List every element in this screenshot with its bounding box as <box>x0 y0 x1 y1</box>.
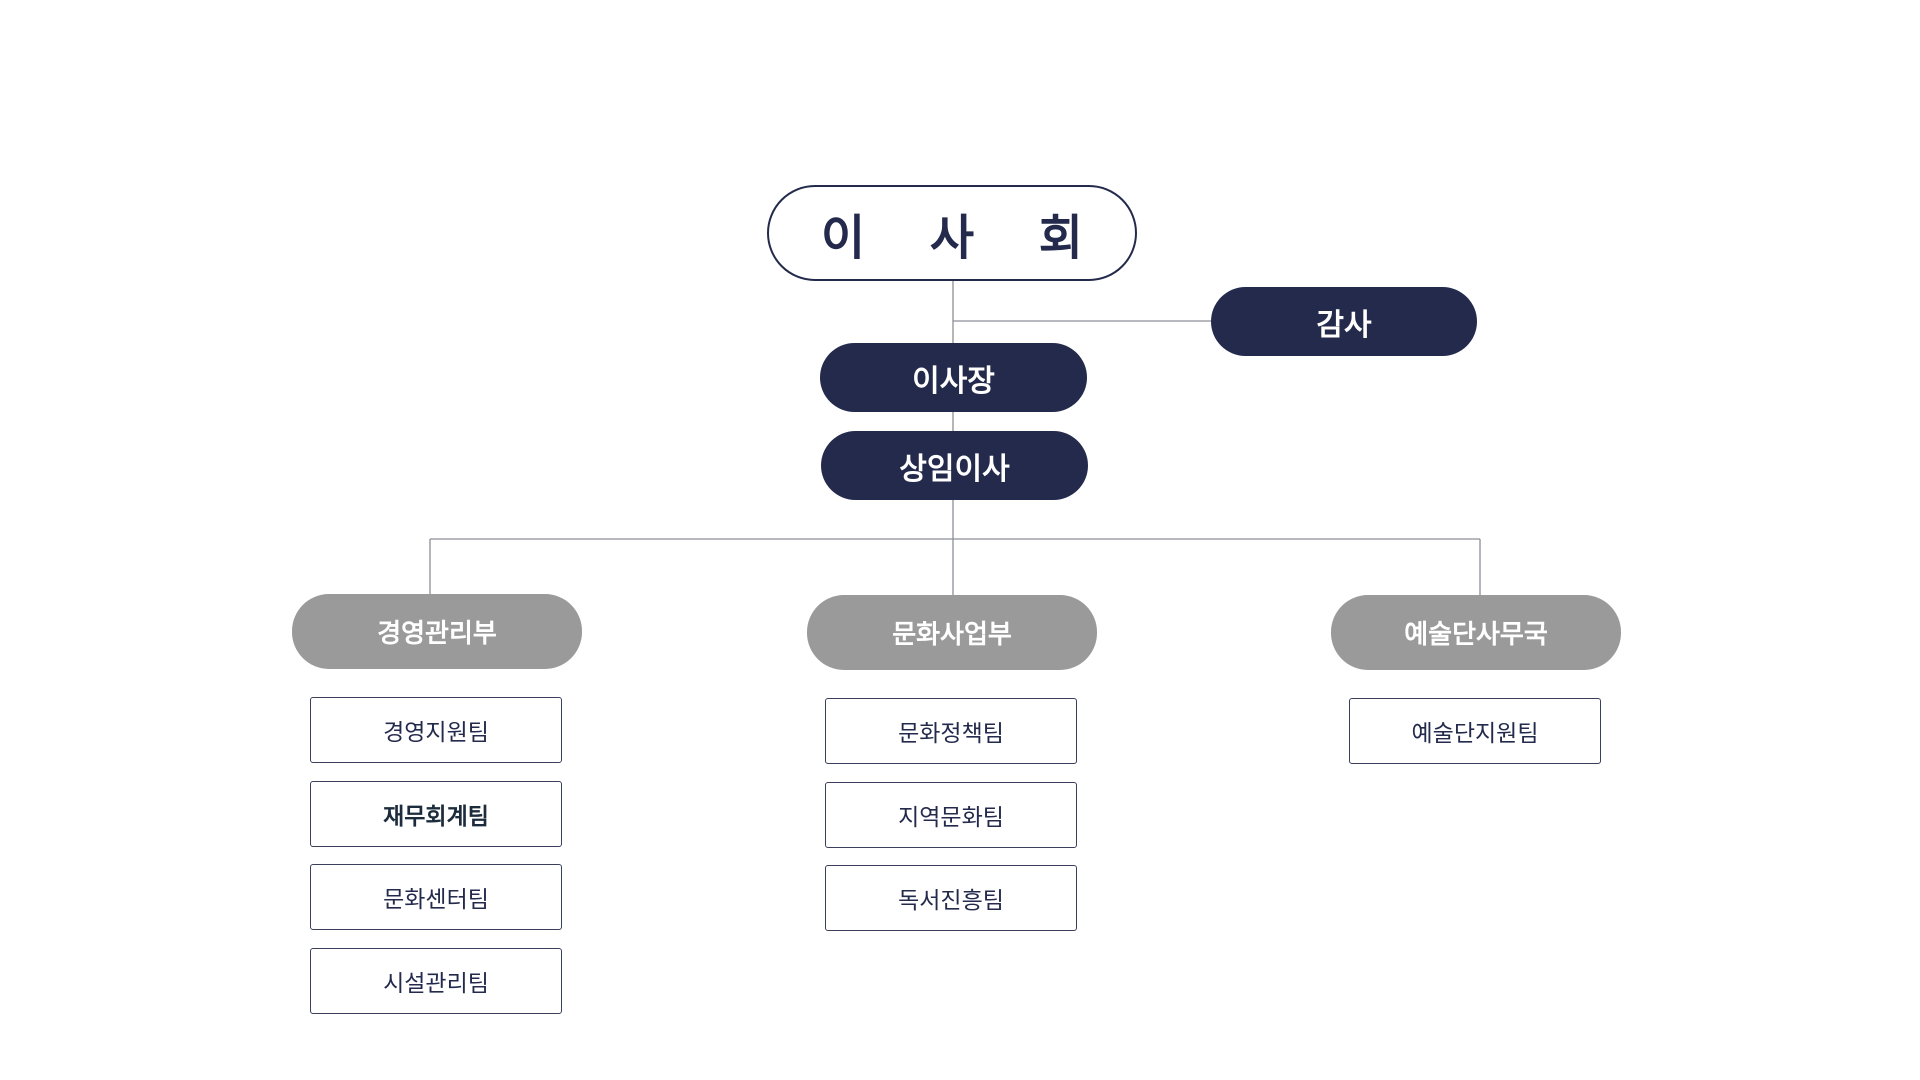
auditor-node: 감사 <box>1211 287 1477 356</box>
standing-director-node: 상임이사 <box>821 431 1088 500</box>
auditor-label: 감사 <box>1316 307 1372 343</box>
team-label: 경영지원팀 <box>383 720 489 746</box>
standing-director-label: 상임이사 <box>899 451 1010 487</box>
team-node: 독서진흥팀 <box>825 865 1077 931</box>
department-label: 경영관리부 <box>377 619 497 649</box>
department-label: 문화사업부 <box>892 620 1012 650</box>
team-label: 재무회계팀 <box>383 804 489 830</box>
team-node: 경영지원팀 <box>310 697 562 763</box>
board-label: 이 사 회 <box>821 210 1107 266</box>
team-label: 독서진흥팀 <box>898 888 1004 914</box>
team-node: 지역문화팀 <box>825 782 1077 848</box>
team-node: 시설관리팀 <box>310 948 562 1014</box>
department-culture-node: 문화사업부 <box>807 595 1097 670</box>
board-of-directors-node: 이 사 회 <box>767 185 1137 281</box>
team-node: 재무회계팀 <box>310 781 562 847</box>
department-management-node: 경영관리부 <box>292 594 582 669</box>
chairman-node: 이사장 <box>820 343 1087 412</box>
chairman-label: 이사장 <box>912 363 995 399</box>
team-node: 문화센터팀 <box>310 864 562 930</box>
team-label: 문화정책팀 <box>898 721 1004 747</box>
team-label: 예술단지원팀 <box>1411 721 1539 747</box>
team-label: 지역문화팀 <box>898 805 1004 831</box>
team-label: 문화센터팀 <box>383 887 489 913</box>
team-label: 시설관리팀 <box>383 971 489 997</box>
team-node: 문화정책팀 <box>825 698 1077 764</box>
department-arts-office-node: 예술단사무국 <box>1331 595 1621 670</box>
department-label: 예술단사무국 <box>1404 620 1548 650</box>
team-node: 예술단지원팀 <box>1349 698 1601 764</box>
